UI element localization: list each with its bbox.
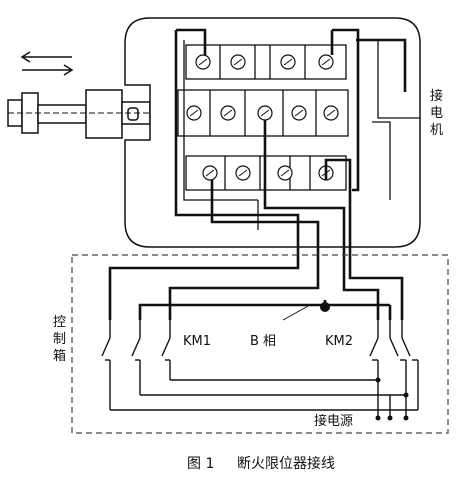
motor-label-char-2: 电 (430, 106, 443, 121)
direction-arrows (20, 51, 74, 76)
caption-number: 图 1 (187, 456, 214, 472)
km1-label: KM1 (183, 334, 211, 349)
internal-wiring (174, 28, 407, 258)
control-wiring (108, 255, 404, 320)
control-box-label-char-1: 控 (53, 315, 66, 330)
limiter-shaft (7, 89, 178, 139)
phase-b-label: B 相 (250, 334, 276, 349)
junction-dot (320, 302, 330, 312)
motor-label-char-1: 接 (430, 88, 443, 104)
caption-title: 断火限位器接线 (237, 455, 335, 472)
control-box-outline (71, 254, 449, 434)
internal-thin-wiring (183, 39, 420, 230)
control-box-label-char-3: 箱 (53, 348, 66, 364)
contactor-switches (101, 320, 419, 418)
control-box-label-char-2: 制 (53, 332, 66, 347)
source-terminals (375, 377, 409, 421)
terminal-screws (186, 54, 339, 181)
km2-label: KM2 (325, 334, 353, 349)
phase-b-leader (282, 304, 311, 321)
power-source-label: 接电源 (314, 413, 353, 429)
motor-label-char-3: 机 (430, 123, 443, 138)
